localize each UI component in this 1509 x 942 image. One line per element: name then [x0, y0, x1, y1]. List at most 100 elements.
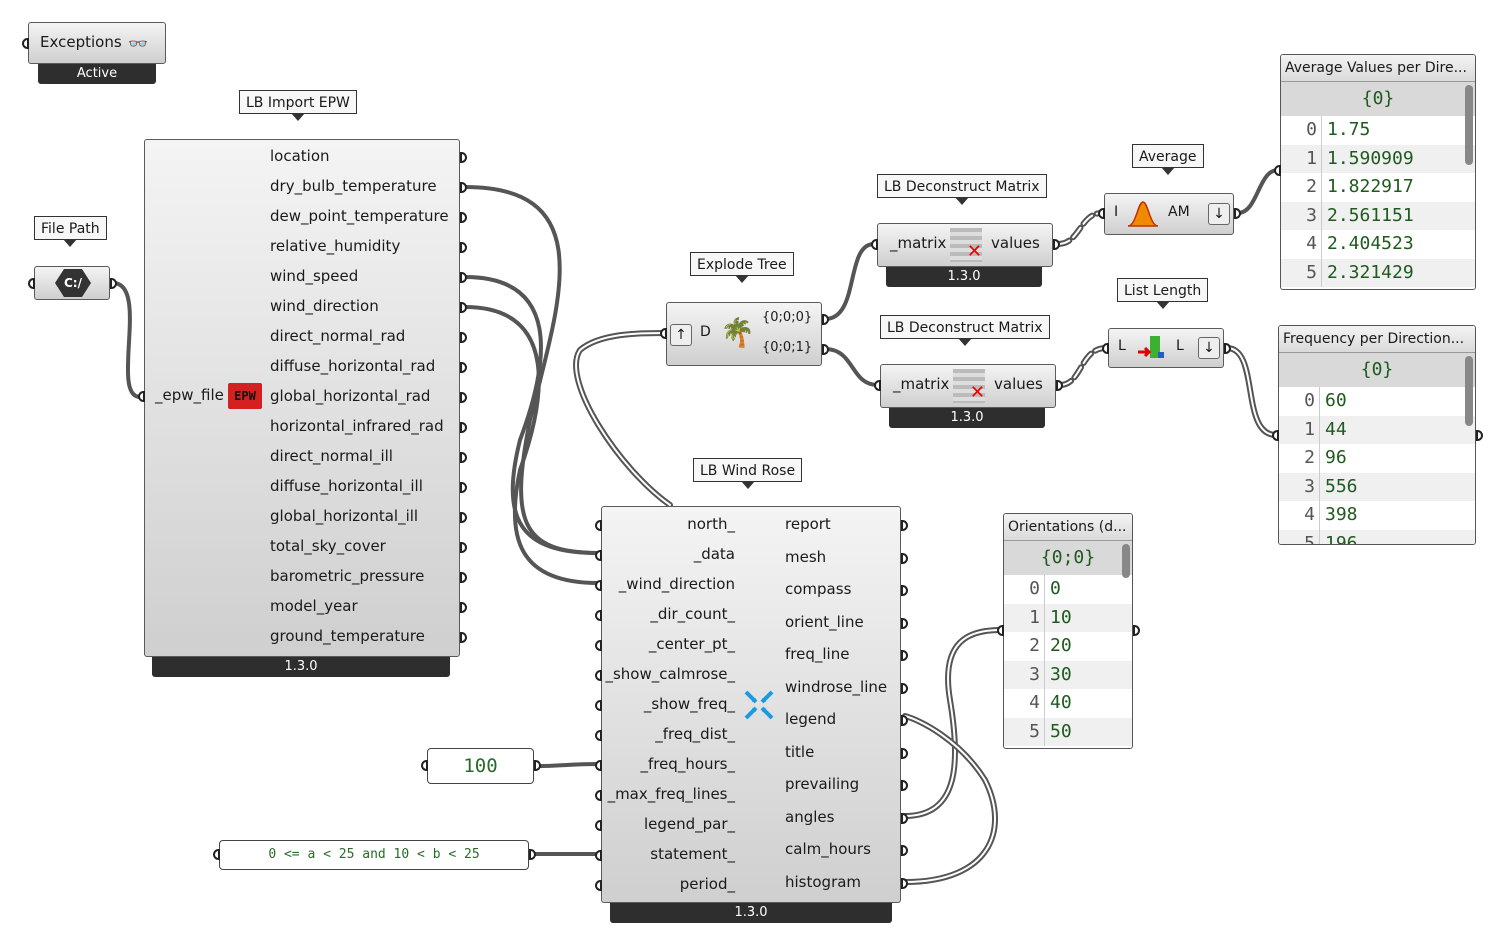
wind-rose-input-port-1[interactable] [595, 550, 602, 561]
number-panel-output-port[interactable] [534, 760, 541, 771]
panel-row-index: 0 [1029, 578, 1040, 599]
epw-output-port-total_sky_cover[interactable] [460, 542, 467, 553]
wind-rose-input-port-0[interactable] [595, 520, 602, 531]
wind-rose-input-port-9[interactable] [595, 790, 602, 801]
freq-hours-number-panel[interactable]: 100 [427, 748, 534, 784]
epw-output-port-horizontal_infrared_rad[interactable] [460, 422, 467, 433]
epw-output-port-ground_temperature[interactable] [460, 632, 467, 643]
wind-rose-output-port-6[interactable] [901, 715, 908, 726]
freq-panel-input-port[interactable] [1272, 430, 1279, 441]
number-panel-input-port[interactable] [421, 760, 428, 771]
wind-rose-output-port-7[interactable] [901, 747, 908, 759]
wind-rose-input-port-3[interactable] [595, 610, 602, 621]
epw-output-port-global_horizontal_rad[interactable] [460, 392, 467, 403]
epw-output-port-direct_normal_ill[interactable] [460, 452, 467, 463]
deconstruct-1-version: 1.3.0 [886, 267, 1042, 287]
wind-rose-output-label-3: orient_line [785, 612, 864, 631]
wind-rose-input-label-11: statement_ [650, 845, 735, 863]
arrow-up-icon[interactable]: ↑ [670, 324, 692, 346]
wind-rose-output-port-0[interactable] [901, 520, 908, 531]
filepath-component[interactable]: C:/ [34, 266, 110, 300]
panel-row-separator [1319, 529, 1320, 544]
avg-panel-scrollbar[interactable] [1465, 85, 1473, 165]
filepath-output-port[interactable] [110, 278, 117, 289]
exceptions-input-port[interactable] [22, 38, 29, 49]
wind-rose-output-port-11[interactable] [901, 877, 908, 889]
wind-rose-output-port-1[interactable] [901, 552, 908, 564]
list-length-input-label: L [1118, 338, 1126, 354]
epw-output-port-model_year[interactable] [460, 602, 467, 613]
wind-rose-output-port-5[interactable] [901, 682, 908, 694]
epw-output-port-wind_direction[interactable] [460, 302, 467, 313]
epw-output-port-diffuse_horizontal_ill[interactable] [460, 482, 467, 493]
deconstruct-1-input-port[interactable] [871, 239, 878, 250]
import-epw-callout: LB Import EPW [239, 90, 357, 121]
explode-output-port-0[interactable] [822, 314, 829, 325]
wind-rose-input-port-7[interactable] [595, 730, 602, 741]
wind-rose-callout: LB Wind Rose [693, 458, 803, 489]
panel-row-value: 20 [1050, 635, 1072, 656]
filepath-input-port[interactable] [28, 278, 35, 289]
epw-file-input-port[interactable] [138, 391, 145, 402]
wind-rose-input-port-2[interactable] [595, 580, 602, 591]
wind-rose-input-port-6[interactable] [595, 700, 602, 711]
epw-output-port-dew_point_temperature[interactable] [460, 212, 467, 223]
explode-input-port[interactable] [660, 328, 667, 339]
wind-rose-output-port-10[interactable] [901, 845, 908, 856]
wind-rose-output-port-8[interactable] [901, 780, 908, 791]
explode-tree-component[interactable] [666, 302, 822, 366]
wind-rose-input-port-10[interactable] [595, 820, 602, 831]
wind-rose-input-port-5[interactable] [595, 670, 602, 681]
epw-output-port-location[interactable] [460, 152, 467, 163]
panel-row-value: 556 [1325, 475, 1358, 497]
epw-output-port-barometric_pressure[interactable] [460, 572, 467, 583]
deconstruct-2-input-port[interactable] [874, 380, 881, 391]
orient-panel-output-port[interactable] [1133, 625, 1140, 636]
wind-rose-output-port-9[interactable] [901, 812, 908, 824]
statement-panel-output-port[interactable] [529, 849, 536, 860]
average-output-port[interactable] [1234, 208, 1241, 219]
statement-panel[interactable]: 0 <= a < 25 and 10 < b < 25 [219, 840, 529, 870]
deconstruct-2-version: 1.3.0 [889, 408, 1045, 428]
freq-panel-output-port[interactable] [1476, 430, 1483, 441]
wind-rose-input-port-8[interactable] [595, 760, 602, 771]
epw-output-port-dry_bulb_temperature[interactable] [460, 182, 467, 193]
epw-output-port-global_horizontal_ill[interactable] [460, 512, 467, 523]
explode-output-port-1[interactable] [822, 344, 829, 355]
orient-panel-scrollbar[interactable] [1122, 544, 1130, 578]
wind-rose-output-port-2[interactable] [901, 585, 908, 596]
arrow-down-icon[interactable]: ↓ [1198, 337, 1220, 359]
epw-output-port-direct_normal_rad[interactable] [460, 332, 467, 343]
deconstruct-1-output-port[interactable] [1053, 239, 1060, 250]
deconstruct-2-output-port[interactable] [1056, 380, 1063, 391]
wind-rose-input-label-8: _freq_hours_ [640, 755, 735, 773]
arrow-down-icon[interactable]: ↓ [1208, 203, 1230, 225]
import-epw-version: 1.3.0 [152, 657, 450, 677]
explode-output-0: {0;0;0} [762, 310, 813, 325]
import-epw-component[interactable] [144, 139, 460, 657]
list-length-input-port[interactable] [1102, 343, 1109, 354]
freq-panel-scrollbar[interactable] [1465, 356, 1473, 426]
statement-panel-input-port[interactable] [213, 849, 220, 860]
wind-rose-input-port-4[interactable] [595, 640, 602, 651]
wind-rose-output-port-3[interactable] [901, 617, 908, 629]
wire-winddir-winddir [463, 305, 600, 585]
wind-rose-input-port-11[interactable] [595, 850, 602, 861]
wind-rose-output-port-4[interactable] [901, 650, 908, 661]
list-length-output-port[interactable] [1224, 343, 1231, 354]
average-output-label: AM [1168, 204, 1190, 220]
wind-rose-input-port-12[interactable] [595, 880, 602, 891]
exceptions-component[interactable]: Exceptions 👓 Active [22, 22, 170, 88]
avg-panel-input-port[interactable] [1274, 165, 1281, 176]
epw-output-port-diffuse_horizontal_rad[interactable] [460, 362, 467, 373]
epw-output-port-wind_speed[interactable] [460, 272, 467, 283]
epw-output-port-relative_humidity[interactable] [460, 242, 467, 253]
orient-panel-path: {0;0} [1004, 541, 1132, 575]
average-input-port[interactable] [1098, 208, 1105, 219]
orient-panel-input-port[interactable] [997, 625, 1004, 636]
